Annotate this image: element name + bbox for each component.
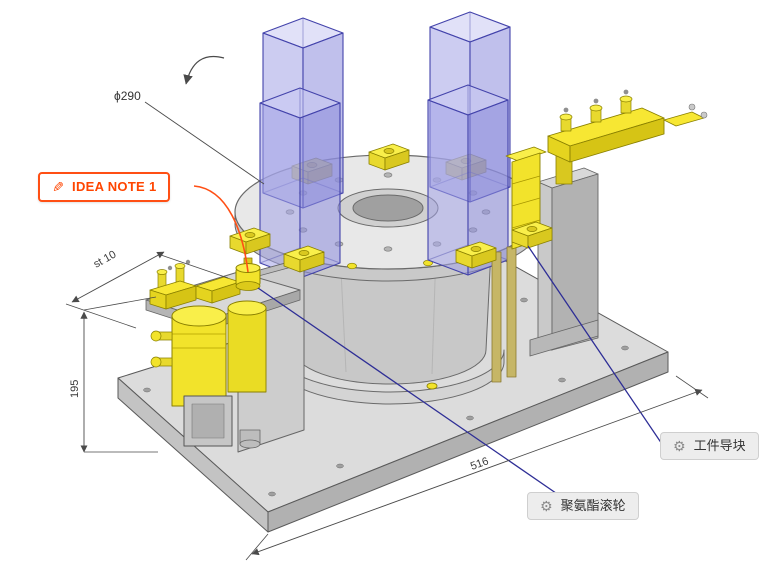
rotation-arrow-icon <box>183 56 225 85</box>
valve-fittings <box>559 89 708 132</box>
gear-icon: ⚙ <box>673 437 686 454</box>
pencil-icon: ✎ <box>52 178 65 195</box>
pu-roller-label: 聚氨酯滚轮 <box>560 498 626 513</box>
center-bore <box>352 194 424 222</box>
pu-roller-callout[interactable]: ⚙ 聚氨酯滚轮 <box>527 492 639 520</box>
gear-icon: ⚙ <box>540 497 553 514</box>
dim-stroke-label: st 10 <box>92 249 119 271</box>
workpiece-guide-callout[interactable]: ⚙ 工件导块 <box>660 432 759 460</box>
dim-height-label: 195 <box>69 380 81 398</box>
polyurethane-roller <box>235 257 261 291</box>
flange-bolt <box>426 382 438 390</box>
leader-idea-note <box>193 185 249 273</box>
workpiece-guide-label: 工件导块 <box>693 438 746 453</box>
air-cylinder <box>171 315 227 407</box>
idea-note-label: IDEA NOTE 1 <box>72 179 157 194</box>
dim-length-label: 516 <box>469 455 490 473</box>
right-actuator-assembly <box>491 89 708 383</box>
idea-note-callout[interactable]: ✎ IDEA NOTE 1 <box>38 172 171 202</box>
dim-diameter-label: ϕ290 <box>114 89 141 103</box>
